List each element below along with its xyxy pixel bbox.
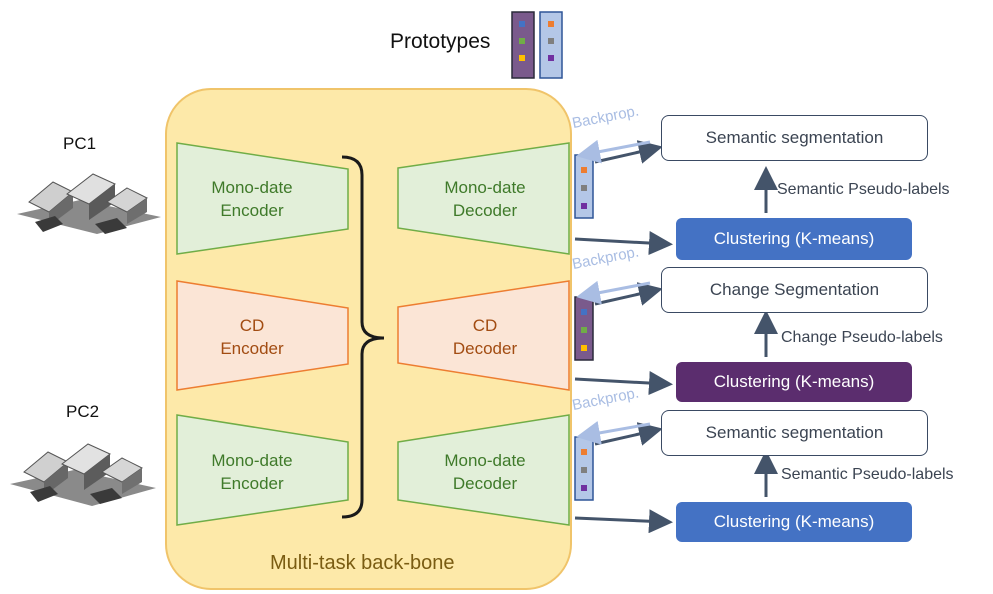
cd-encoder-shape xyxy=(176,280,349,391)
mono-decoder-2-shape xyxy=(397,414,570,526)
clustering-box-3: Clustering (K-means) xyxy=(676,502,912,542)
pseudo-label-2: Change Pseudo-labels xyxy=(781,329,943,346)
prototypes-label: Prototypes xyxy=(390,30,491,53)
cd-decoder-shape xyxy=(397,280,570,391)
mono-encoder-2-shape xyxy=(176,414,349,526)
backprop-arrow-1 xyxy=(576,139,651,164)
shared-brace xyxy=(341,155,385,519)
pc2-image xyxy=(10,443,156,506)
arrow-vector1-output xyxy=(594,140,663,164)
prototype-vector-3 xyxy=(574,436,594,501)
clustering-box-1: Clustering (K-means) xyxy=(676,218,912,260)
arrow-vector3-output xyxy=(594,422,663,446)
pc1-label: PC1 xyxy=(63,134,97,153)
prototypes-icon xyxy=(511,11,563,79)
semantic-segmentation-box-1: Semantic segmentation xyxy=(661,115,928,161)
backbone-label: Multi-task back-bone xyxy=(270,552,455,574)
change-segmentation-box: Change Segmentation xyxy=(661,267,928,313)
arrow-vector2-output xyxy=(594,282,663,306)
arrow-decoder3-cluster xyxy=(574,509,673,534)
arrow-decoder1-cluster xyxy=(574,231,673,256)
backprop-arrow-2 xyxy=(576,280,651,305)
semantic-segmentation-box-2: Semantic segmentation xyxy=(661,410,928,456)
arrow-decoder2-cluster xyxy=(574,371,673,396)
prototype-vector-1 xyxy=(574,154,594,219)
pc1-image xyxy=(17,173,161,234)
backprop-arrow-3 xyxy=(576,421,651,445)
prototype-vector-2 xyxy=(574,296,594,361)
mono-decoder-1-shape xyxy=(397,142,570,255)
clustering-box-2: Clustering (K-means) xyxy=(676,362,912,402)
mono-encoder-1-shape xyxy=(176,142,349,255)
pc2-label: PC2 xyxy=(66,402,100,421)
pseudo-label-1: Semantic Pseudo-labels xyxy=(777,181,950,198)
pseudo-label-3: Semantic Pseudo-labels xyxy=(781,466,954,483)
